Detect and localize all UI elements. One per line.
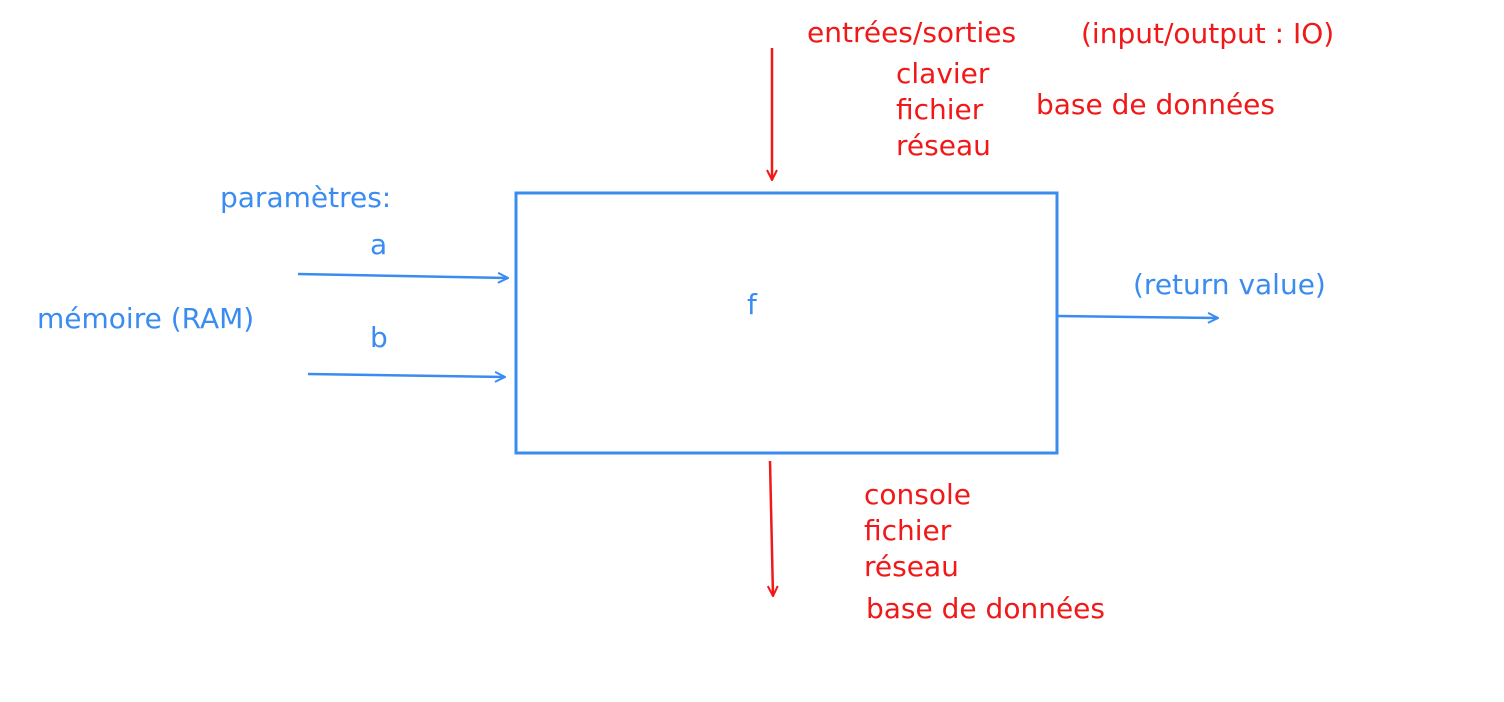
- function-name: f: [747, 288, 757, 321]
- return-value-arrow: [1056, 316, 1218, 318]
- function-box: [514, 191, 1059, 455]
- io-note: (input/output : IO): [1081, 17, 1335, 50]
- output-item-reseau: réseau: [864, 550, 959, 583]
- io-heading: entrées/sorties: [807, 16, 1017, 49]
- input-item-database: base de données: [1036, 88, 1275, 121]
- param-a-arrow: [297, 274, 508, 278]
- param-a-label: a: [370, 228, 388, 261]
- output-item-fichier: fichier: [864, 514, 952, 547]
- output-item-database: base de données: [866, 592, 1105, 625]
- input-item-clavier: clavier: [896, 57, 990, 90]
- memory-label: mémoire (RAM): [37, 302, 255, 335]
- io-output-arrow: [770, 460, 773, 596]
- input-item-reseau: réseau: [896, 129, 991, 162]
- param-b-label: b: [370, 321, 388, 354]
- output-item-console: console: [864, 478, 971, 511]
- param-b-arrow: [307, 374, 505, 377]
- parameters-heading: paramètres:: [220, 181, 392, 214]
- return-value-label: (return value): [1133, 268, 1326, 301]
- input-item-fichier: fichier: [896, 93, 984, 126]
